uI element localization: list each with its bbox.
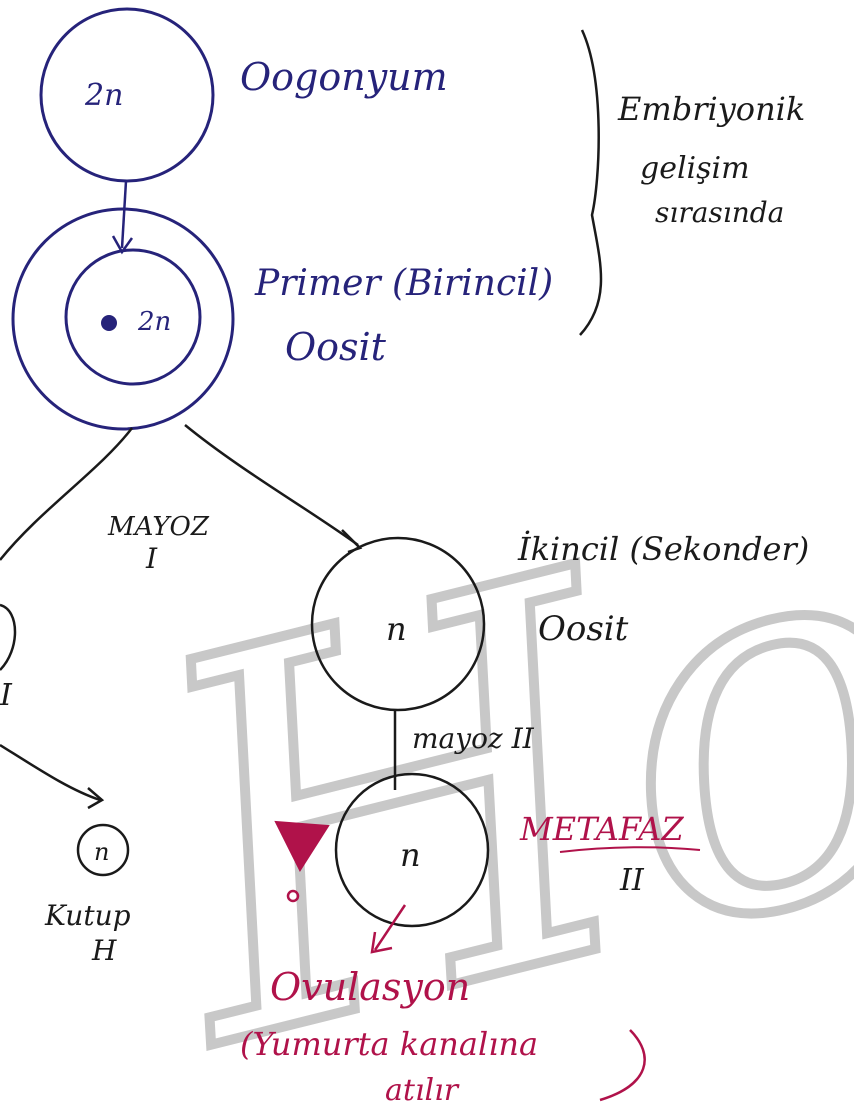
meiosis-1-label-2: I [145,542,158,575]
nucleus-dot [101,315,117,331]
meiosis-2-label: mayoz II [412,722,535,755]
ovulation-note-close-paren [599,1029,646,1102]
secondary-oocyte-label-2: Oosit [538,609,629,649]
oogonium-cell: 2n [39,7,215,183]
secondary-oocyte-label-1: İkincil (Sekonder) [517,530,809,568]
metaphase-label-2: II [619,863,645,898]
ovulation-label: Ovulasyon [270,965,470,1009]
watermark: Hoca [94,243,854,1111]
metaphase-cell-ploidy: n [400,836,421,874]
polar-body-cell: n [76,823,130,877]
brace-note-line3: sırasında [655,196,784,229]
arrow-ovulation [370,904,407,954]
partial-cell-label: I [0,678,13,713]
secondary-oocyte-ploidy: n [386,610,407,648]
primary-oocyte-label-1: Primer (Birincil) [254,263,553,304]
oogonium-ploidy: 2n [84,78,123,113]
ovulation-note-line2: atılır [385,1073,460,1108]
secondary-oocyte-cell: n [310,536,486,712]
brace-note-line2: gelişim [640,151,750,186]
polar-body-ploidy: n [94,838,109,866]
polar-body-label-2: H [91,934,117,967]
brace [579,29,603,336]
primary-oocyte-cell: 2n [11,207,235,431]
meiosis-1-label-1: MAYOZ [107,512,210,542]
polar-body-label-1: Kutup [44,899,131,932]
brace-note-line1: Embriyonik [617,90,805,128]
red-marker [274,820,330,903]
primary-oocyte-label-2: Oosit [285,325,387,369]
oogonium-label: Oogonyum [240,55,448,99]
metaphase-label-1: METAFAZ [519,810,684,848]
arrow-oogonium-to-primary [111,180,134,255]
partial-first-polar-body: I [0,603,17,713]
primary-oocyte-ploidy: 2n [137,307,171,337]
metaphase-underline [559,846,701,853]
metaphase-2-cell: n [334,772,490,928]
arrow-to-polar-body [0,743,105,810]
ovulation-note-line1: (Yumurta kanalına [240,1025,538,1063]
